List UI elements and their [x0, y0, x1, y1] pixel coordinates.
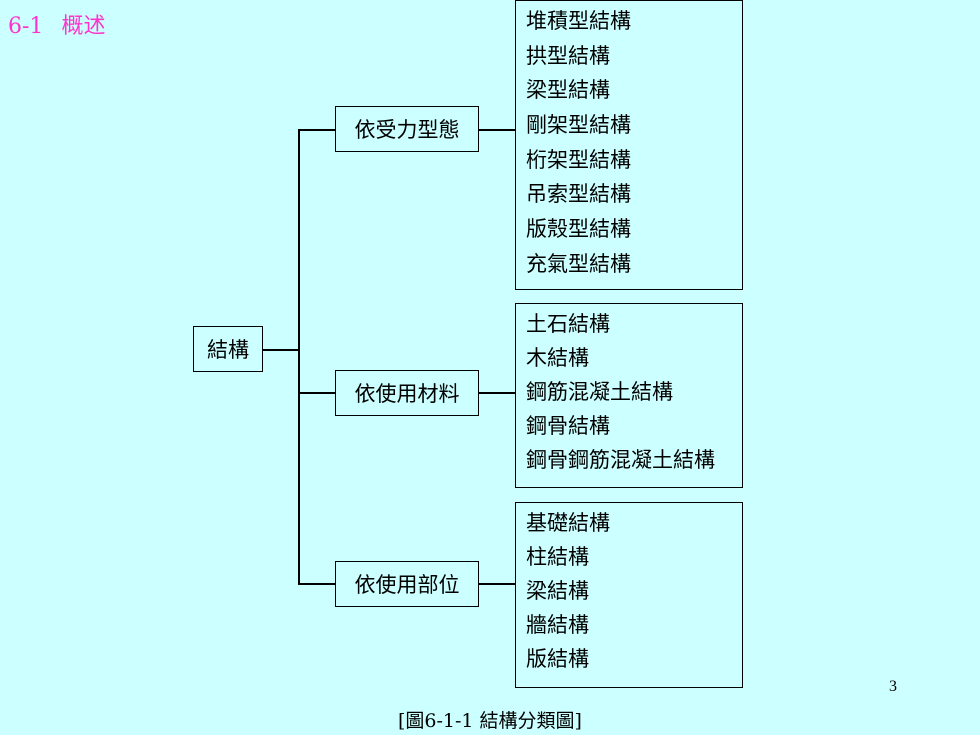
list-item: 剛架型結構 [526, 113, 631, 138]
page-number: 3 [889, 678, 897, 695]
trunk-line [298, 129, 300, 584]
root-node: 結構 [193, 326, 263, 372]
list-item: 桁架型結構 [526, 147, 631, 172]
section-title: 概述 [61, 14, 106, 39]
branch-line-2 [298, 392, 335, 394]
category-node-material: 依使用材料 [335, 370, 479, 416]
list-item: 牆結構 [526, 613, 589, 637]
list-item: 鋼筋混凝土結構 [526, 380, 673, 404]
root-label: 結構 [207, 338, 249, 362]
category-label: 依使用材料 [354, 382, 460, 406]
list-item: 鋼骨結構 [526, 414, 610, 438]
category-node-load: 依受力型態 [335, 106, 479, 152]
root-connector [262, 349, 298, 351]
branch-line-3 [298, 583, 335, 585]
list-item: 基礎結構 [526, 511, 610, 535]
category-label: 依受力型態 [354, 118, 460, 142]
leaf-list-material: 土石結構 木結構 鋼筋混凝土結構 鋼骨結構 鋼骨鋼筋混凝土結構 [515, 303, 743, 488]
leaf-connector-3 [479, 583, 515, 585]
list-item: 充氣型結構 [526, 251, 631, 276]
list-item: 梁結構 [526, 579, 589, 603]
section-heading: 6-1 概述 [8, 8, 105, 40]
leaf-list-load: 堆積型結構 拱型結構 梁型結構 剛架型結構 桁架型結構 吊索型結構 版殼型結構 … [515, 0, 743, 290]
leaf-connector-2 [479, 392, 515, 394]
list-item: 堆積型結構 [526, 9, 631, 33]
leaf-list-location: 基礎結構 柱結構 梁結構 牆結構 版結構 [515, 502, 743, 688]
list-item: 版結構 [526, 647, 589, 671]
category-node-location: 依使用部位 [335, 561, 479, 607]
branch-line-1 [298, 129, 335, 131]
section-number: 6-1 [8, 14, 44, 39]
leaf-connector-1 [479, 129, 515, 131]
figure-caption: [圖6-1-1 結構分類圖] [398, 710, 582, 732]
list-item: 吊索型結構 [526, 182, 631, 207]
list-item: 梁型結構 [526, 78, 610, 103]
list-item: 木結構 [526, 346, 589, 370]
list-item: 鋼骨鋼筋混凝土結構 [526, 448, 715, 472]
category-label: 依使用部位 [354, 573, 460, 597]
list-item: 土石結構 [526, 312, 610, 336]
list-item: 拱型結構 [526, 43, 610, 68]
list-item: 柱結構 [526, 545, 589, 569]
list-item: 版殼型結構 [526, 217, 631, 242]
